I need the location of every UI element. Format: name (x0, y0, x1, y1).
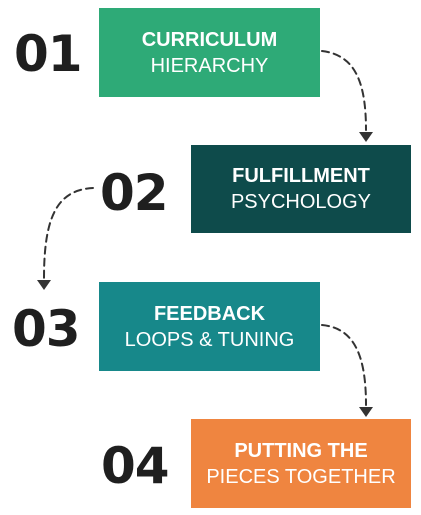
connector-arrow-03-04 (321, 324, 367, 406)
arrowhead-icon (359, 132, 373, 142)
step-number-02: 02 (100, 164, 169, 222)
arrowhead-icon (359, 407, 373, 417)
connector-arrow-02-03 (43, 187, 94, 279)
step-subtitle: PIECES TOGETHER (206, 465, 396, 488)
step-subtitle: LOOPS & TUNING (124, 328, 295, 351)
step-title: FEEDBACK (153, 302, 266, 325)
connector-arrow-01-02 (321, 50, 367, 131)
step-number-04: 04 (101, 437, 170, 495)
step-subtitle: HIERARCHY (150, 54, 269, 77)
step-card-putting-pieces-together: PUTTING THE PIECES TOGETHER (191, 419, 411, 508)
step-title: FULFILLMENT (232, 165, 370, 187)
step-card-curriculum-hierarchy: CURRICULUM HIERARCHY (99, 8, 320, 97)
step-number-01: 01 (14, 25, 83, 83)
step-number-03: 03 (12, 300, 81, 358)
step-title: CURRICULUM (141, 28, 278, 51)
step-subtitle: PSYCHOLOGY (230, 191, 372, 213)
step-title: PUTTING THE (234, 439, 368, 462)
step-card-feedback-loops: FEEDBACK LOOPS & TUNING (99, 282, 320, 371)
step-card-fulfillment-psychology: FULFILLMENT PSYCHOLOGY (191, 145, 411, 233)
arrowhead-icon (37, 280, 51, 290)
